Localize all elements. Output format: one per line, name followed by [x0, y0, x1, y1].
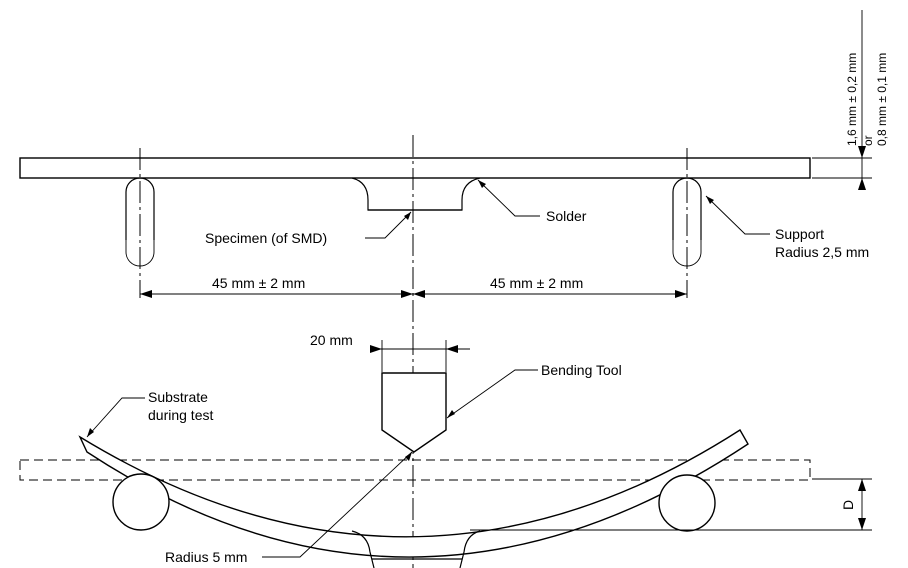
- substrate-original-position: [19, 459, 811, 481]
- deflection-dimension: [470, 478, 872, 531]
- substrate-board: [19, 157, 811, 179]
- bending-tool: [381, 372, 447, 453]
- radius-leader: [262, 451, 413, 558]
- right-support-roller: [658, 474, 716, 532]
- solder-leader: [477, 179, 540, 217]
- tool-width-label: 20 mm: [310, 332, 353, 348]
- span-left-label: 45 mm ± 2 mm: [212, 275, 305, 291]
- thickness-dimension: [812, 10, 872, 190]
- radius-label: Radius 5 mm: [165, 549, 247, 565]
- substrate-label-line2: during test: [148, 407, 213, 423]
- left-support-top: [125, 177, 155, 267]
- span-dimension: [140, 290, 687, 298]
- thickness-main-label: 1,6 mm ± 0,2 mm: [845, 53, 859, 146]
- specimen-label: Specimen (of SMD): [205, 230, 327, 246]
- solder-fillet-bottom: [351, 530, 481, 568]
- support-label-line2: Radius 2,5 mm: [775, 244, 869, 260]
- support-leader: [705, 195, 770, 235]
- support-label-line1: Support: [775, 226, 824, 242]
- span-right-label: 45 mm ± 2 mm: [490, 275, 583, 291]
- left-support-roller: [112, 473, 170, 531]
- deflection-label: D: [840, 500, 856, 510]
- right-support-top: [672, 177, 702, 267]
- solder-label: Solder: [546, 208, 587, 224]
- bending-tool-label: Bending Tool: [541, 362, 622, 378]
- substrate-label-line1: Substrate: [148, 389, 208, 405]
- solder-fillet-top: [351, 177, 481, 211]
- bending-tool-leader: [446, 369, 538, 419]
- substrate-bent: [78, 429, 749, 558]
- thickness-alt-label: 0,8 mm ± 0,1 mm: [875, 53, 889, 146]
- substrate-leader: [86, 397, 145, 438]
- tool-width-dimension: [370, 340, 470, 372]
- specimen-leader: [365, 211, 412, 239]
- thickness-or-label: or: [861, 135, 875, 146]
